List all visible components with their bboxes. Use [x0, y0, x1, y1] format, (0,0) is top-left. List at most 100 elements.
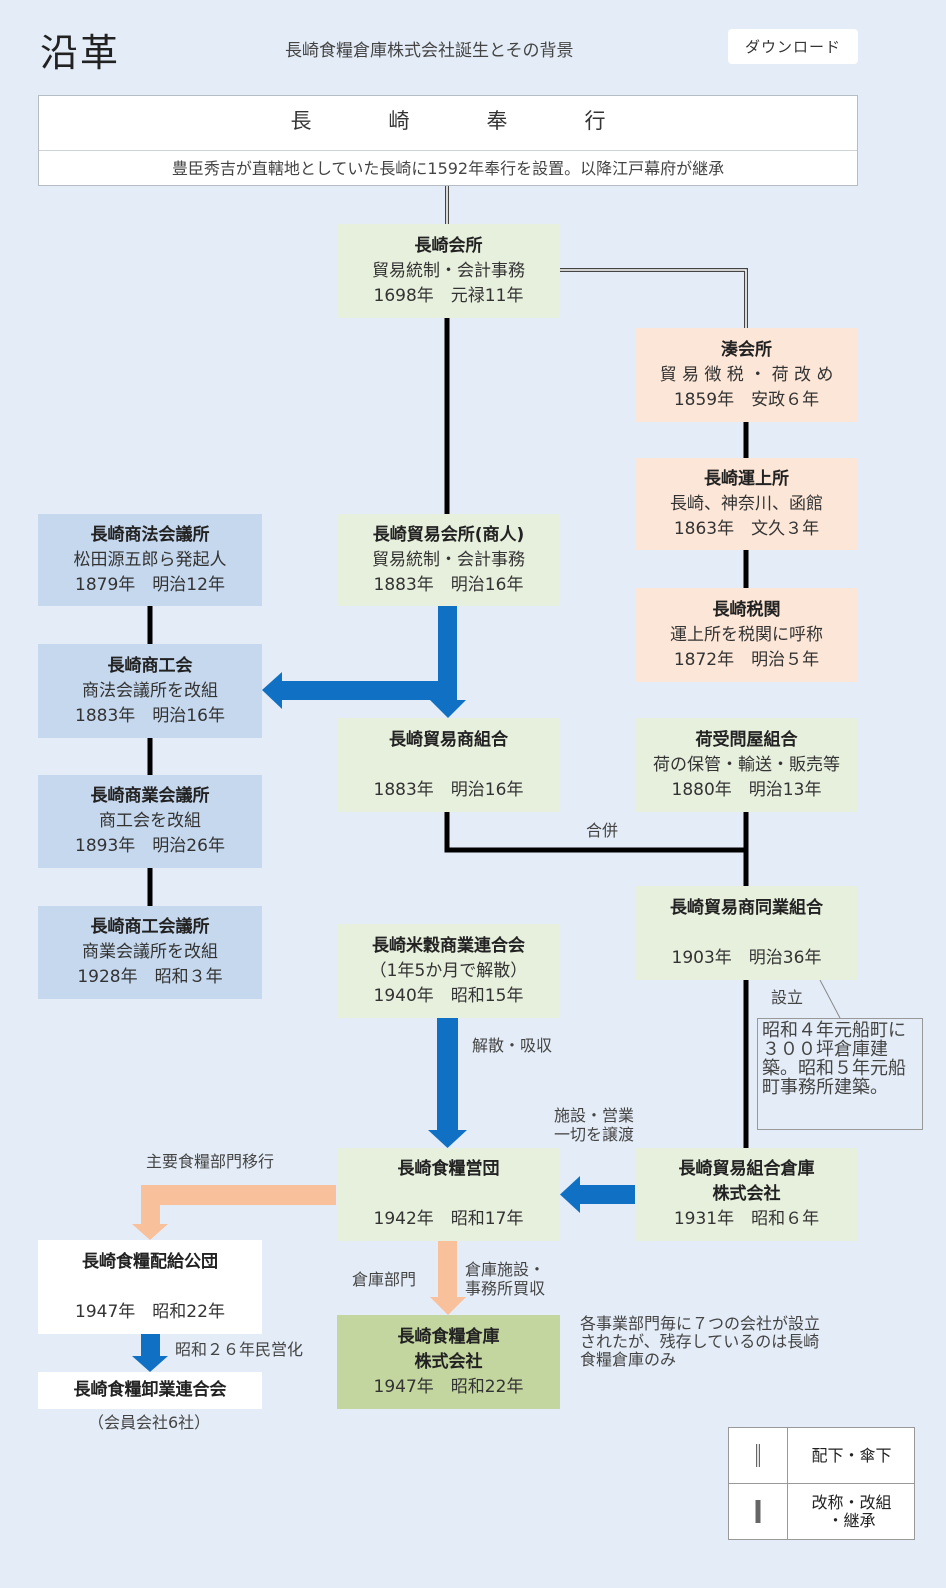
node-detail — [337, 1182, 560, 1207]
node-oroshi: 長崎食糧卸業連合会 — [38, 1372, 262, 1409]
node-detail: （1年5か月で解散） — [369, 960, 528, 981]
node-detail — [635, 921, 858, 946]
node-haikyu: 長崎食糧配給公団 1947年 昭和22年 — [38, 1240, 262, 1334]
node-unjo: 長崎運上所 長崎、神奈川、函館 1863年 文久３年 — [635, 458, 858, 550]
legend-row-thin: 配下・傘下 — [729, 1428, 914, 1484]
node-kaisho: 長崎会所 貿易統制・会計事務 1698年 元禄11年 — [337, 224, 560, 318]
thin-connector-minato — [560, 268, 748, 328]
label-kaiin: （会員会社6社） — [88, 1413, 211, 1432]
arrow-beikoku-to-eidan — [428, 1018, 467, 1148]
node-detail: 長崎、神奈川、函館 — [670, 493, 823, 514]
note-souko-construction: 昭和４年元船町に ３００坪倉庫建築。昭和５年元船町事務所建築。 — [757, 1018, 924, 1130]
note-bottom-2: されたが、残存しているのは長崎 — [580, 1332, 820, 1351]
node-name: 長崎食糧営団 — [397, 1159, 500, 1179]
label-iko: 主要食糧部門移行 — [146, 1152, 275, 1171]
node-name: 長崎貿易商同業組合 — [670, 897, 823, 918]
root-node-nagasaki-bugyo: 長 崎 奉 行 豊臣秀吉が直轄地としていた長崎に1592年奉行を設置。以降江戸幕… — [38, 95, 858, 186]
note-pointer — [819, 979, 841, 1019]
node-shoko-kaigisho: 長崎商工会議所 商業会議所を改組 1928年 昭和３年 — [38, 906, 262, 999]
root-node-name: 長 崎 奉 行 — [39, 96, 857, 151]
node-name: 長崎貿易組合倉庫 — [678, 1159, 815, 1179]
node-boeki-kaisho: 長崎貿易会所(商人) 貿易統制・会計事務 1883年 明治16年 — [337, 514, 560, 606]
node-detail: 株式会社 — [712, 1184, 781, 1204]
node-date: 1883年 明治16年 — [373, 574, 524, 595]
node-name: 長崎米穀商業連合会 — [372, 935, 525, 956]
node-minato: 湊会所 貿 易 徴 税 ・ 荷 改 め 1859年 安政６年 — [635, 328, 858, 422]
node-shokuryo-souko: 長崎食糧倉庫 株式会社 1947年 昭和22年 — [337, 1315, 560, 1409]
node-detail: 荷の保管・輸送・販売等 — [653, 754, 840, 775]
node-name: 長崎商工会議所 — [90, 917, 210, 937]
label-setsuritsu: 設立 — [771, 988, 804, 1007]
node-name: 荷受問屋組合 — [695, 729, 798, 750]
label-souko-bumon: 倉庫部門 — [352, 1270, 417, 1289]
arrow-haikyu-to-oroshi — [132, 1334, 168, 1372]
legend-thick-line-icon — [755, 1500, 761, 1523]
node-date: 1863年 文久３年 — [673, 518, 820, 539]
node-detail: 株式会社 — [414, 1351, 483, 1372]
legend-thick-label-2: ・継承 — [827, 1510, 876, 1530]
node-eidan: 長崎食糧営団 1942年 昭和17年 — [337, 1148, 560, 1241]
node-name: 湊会所 — [721, 339, 772, 360]
node-detail: 松田源五郎ら発起人 — [73, 549, 227, 570]
line-merge — [444, 812, 746, 853]
label-kaisan: 解散・吸収 — [472, 1036, 553, 1055]
root-node-description: 豊臣秀吉が直轄地としていた長崎に1592年奉行を設置。以降江戸幕府が継承 — [171, 159, 725, 178]
node-date: 1872年 明治５年 — [673, 649, 820, 670]
arrow-souko-to-eidan — [560, 1176, 635, 1213]
node-detail: 運上所を税関に呼称 — [670, 624, 823, 645]
node-date: 1903年 明治36年 — [671, 947, 822, 968]
node-name: 長崎貿易商組合 — [389, 729, 508, 750]
legend: 配下・傘下 改称・改組 ・継承 — [728, 1427, 915, 1540]
label-merge: 合併 — [586, 821, 619, 840]
node-detail: 貿 易 徴 税 ・ 荷 改 め — [659, 364, 834, 385]
arrow-eidan-to-souko — [430, 1241, 466, 1315]
arrow-to-shokokai — [262, 672, 442, 709]
node-date: 1879年 明治12年 — [75, 574, 225, 595]
node-boeki-kumiai: 長崎貿易商組合 1883年 明治16年 — [337, 718, 560, 812]
label-kaishu-1: 倉庫施設・ — [465, 1260, 546, 1279]
node-detail — [337, 753, 560, 778]
legend-swatch-cell — [729, 1484, 788, 1539]
node-date: 1940年 昭和15年 — [373, 985, 524, 1006]
label-joto-1: 施設・営業 — [554, 1106, 635, 1125]
legend-thick-label-1: 改称・改組 — [811, 1492, 892, 1512]
note-bottom-3: 食糧倉庫のみ — [580, 1350, 677, 1369]
node-niuke: 荷受問屋組合 荷の保管・輸送・販売等 1880年 明治13年 — [635, 718, 858, 812]
node-name: 長崎運上所 — [704, 468, 789, 489]
arrow-boeki-to-kumiai — [430, 606, 466, 718]
node-name: 長崎会所 — [414, 235, 483, 256]
node-shoho: 長崎商法会議所 松田源五郎ら発起人 1879年 明治12年 — [38, 514, 262, 606]
legend-thin-line-icon — [756, 1444, 760, 1467]
note-bottom-1: 各事業部門毎に７つの会社が設立 — [580, 1314, 821, 1333]
label-joto-2: 一切を譲渡 — [554, 1125, 635, 1144]
node-detail — [38, 1275, 262, 1300]
node-date: 1883年 明治16年 — [75, 705, 225, 726]
label-minei: 昭和２６年民営化 — [175, 1340, 304, 1359]
node-shogyo: 長崎商業会議所 商工会を改組 1893年 明治26年 — [38, 775, 262, 868]
node-name: 長崎食糧倉庫 — [397, 1326, 500, 1347]
node-date: 1698年 元禄11年 — [373, 285, 524, 306]
node-date: 1883年 明治16年 — [373, 779, 524, 800]
node-shokokai: 長崎商工会 商法会議所を改組 1883年 明治16年 — [38, 644, 262, 738]
page-title: 沿革 — [40, 31, 121, 75]
node-date: 1942年 昭和17年 — [373, 1209, 524, 1229]
node-name: 長崎食糧卸業連合会 — [73, 1380, 227, 1400]
node-date: 1880年 明治13年 — [671, 779, 822, 800]
node-detail: 商工会を改組 — [99, 811, 201, 831]
node-detail: 商業会議所を改組 — [82, 942, 218, 962]
node-name: 長崎食糧配給公団 — [82, 1251, 218, 1272]
node-detail: 貿易統制・会計事務 — [372, 549, 525, 570]
node-doygyo: 長崎貿易商同業組合 1903年 明治36年 — [635, 886, 858, 980]
node-date: 1931年 昭和６年 — [673, 1209, 820, 1229]
node-detail: 商法会議所を改組 — [82, 680, 218, 701]
node-name: 長崎商工会 — [107, 655, 193, 676]
node-name: 長崎商法会議所 — [90, 524, 210, 545]
node-date: 1947年 昭和22年 — [373, 1376, 524, 1397]
node-date: 1893年 明治26年 — [75, 836, 225, 856]
download-button[interactable]: ダウンロード — [728, 29, 858, 64]
node-date: 1928年 昭和３年 — [77, 967, 223, 987]
node-name: 長崎貿易会所(商人) — [372, 524, 525, 545]
node-name: 長崎税関 — [712, 599, 781, 620]
